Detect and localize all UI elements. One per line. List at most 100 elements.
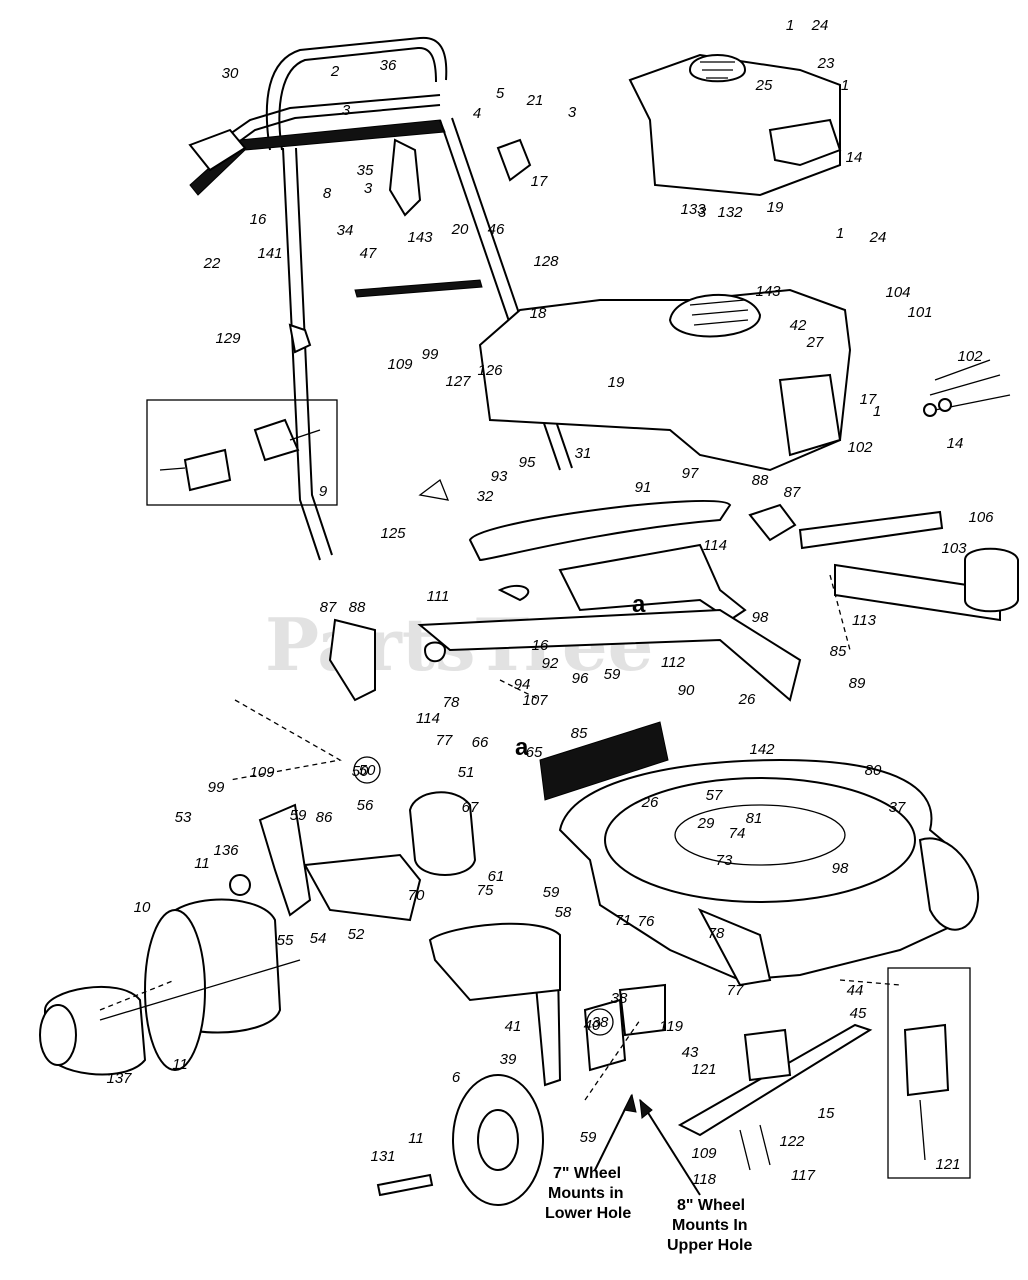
part-number-label: 45 [850, 1005, 867, 1022]
part-number-label: 128 [533, 253, 559, 270]
part-number-label: 42 [790, 317, 807, 334]
part-number-label: 92 [542, 655, 559, 672]
part-number-label: 43 [682, 1044, 699, 1061]
part-number-label: 1 [836, 225, 844, 242]
blade-assembly [677, 1023, 873, 1171]
leader-lines [99, 574, 901, 1101]
part-number-label: 98 [752, 609, 769, 626]
mount-arrows [594, 1093, 701, 1196]
part-number-label: 9 [319, 483, 328, 500]
part-number-label: 104 [885, 284, 910, 301]
part-number-label: 101 [907, 304, 932, 321]
part-number-label: 74 [729, 825, 746, 842]
part-number-label: 15 [818, 1105, 835, 1122]
circled-label: 50 [359, 762, 376, 779]
part-number-label: 31 [575, 445, 592, 462]
part-number-label: 18 [530, 305, 547, 322]
part-number-label: 19 [767, 199, 784, 216]
note-line: Upper Hole [667, 1237, 752, 1254]
part-number-label: 81 [746, 810, 763, 827]
part-number-label: 137 [106, 1070, 132, 1087]
part-number-label: 143 [755, 283, 781, 300]
part-number-label: 122 [779, 1133, 805, 1150]
inset-box-9 [146, 399, 338, 506]
part-number-label: 143 [407, 229, 433, 246]
part-number-label: 59 [290, 807, 307, 824]
part-number-label: 103 [941, 540, 967, 557]
part-number-label: 119 [659, 1018, 684, 1035]
circled-label: 38 [592, 1014, 609, 1031]
part-number-label: 109 [387, 356, 413, 373]
part-number-label: 10 [134, 899, 151, 916]
part-number-label: 87 [320, 599, 337, 616]
part-number-label: 3 [568, 104, 577, 121]
part-number-label: 36 [380, 57, 397, 74]
part-number-label: 114 [703, 537, 727, 554]
part-number-label: 11 [172, 1056, 188, 1073]
part-number-label: 76 [638, 913, 655, 930]
note-lower-hole: 7" Wheel Mounts in Lower Hole [545, 1165, 631, 1222]
part-number-label: 39 [500, 1051, 517, 1068]
part-number-label: 111 [427, 588, 450, 605]
part-number-label: 41 [505, 1018, 522, 1035]
part-number-label: 67 [462, 799, 479, 816]
letter-mark: a [632, 591, 646, 618]
part-number-label: 87 [784, 484, 801, 501]
part-number-label: 109 [691, 1145, 717, 1162]
part-number-label: 14 [846, 149, 863, 166]
part-number-label: 20 [451, 221, 469, 238]
part-number-label: 66 [472, 734, 489, 751]
part-number-label: 93 [491, 468, 508, 485]
inset-box-121 [887, 967, 971, 1179]
part-number-label: 121 [935, 1156, 960, 1173]
part-number-label: 88 [752, 472, 769, 489]
part-number-label: 57 [706, 787, 723, 804]
part-number-label: 35 [357, 162, 374, 179]
part-number-label: 46 [488, 221, 505, 238]
cable-chain-102 [923, 359, 1011, 417]
part-number-label: 38 [611, 990, 628, 1007]
letter-mark: a [515, 734, 529, 761]
part-number-label: 95 [519, 454, 536, 471]
part-number-label: 97 [682, 465, 699, 482]
part-number-label: 89 [849, 675, 866, 692]
part-number-label: 32 [477, 488, 494, 505]
note-line: Lower Hole [545, 1205, 631, 1222]
part-number-label: 27 [806, 334, 824, 351]
part-number-label: 99 [208, 779, 225, 796]
part-number-label: 132 [717, 204, 743, 221]
part-number-label: 90 [678, 682, 695, 699]
part-number-label: 50 [352, 763, 369, 780]
handle-assembly [188, 36, 573, 561]
part-number-label: 118 [692, 1171, 717, 1188]
part-number-label: 53 [175, 809, 192, 826]
part-number-label: 22 [203, 255, 221, 272]
part-number-label: 88 [349, 599, 366, 616]
part-number-label: 11 [194, 855, 210, 872]
part-number-label: 117 [791, 1167, 816, 1184]
part-number-label: 24 [811, 17, 829, 34]
part-number-label: 77 [436, 732, 453, 749]
part-number-label: 24 [869, 229, 887, 246]
part-number-label: 30 [222, 65, 239, 82]
part-number-label: 112 [661, 654, 686, 671]
part-number-label: 107 [522, 692, 548, 709]
part-number-label: 40 [584, 1017, 601, 1034]
part-number-label: 56 [357, 797, 374, 814]
part-number-label: 55 [277, 932, 294, 949]
part-number-label: 51 [458, 764, 475, 781]
part-number-label: 131 [370, 1148, 395, 1165]
part-number-label: 78 [708, 925, 725, 942]
note-line: 8" Wheel [677, 1197, 745, 1214]
part-number-label: 86 [316, 809, 333, 826]
part-number-label: 5 [496, 85, 505, 102]
part-number-label: 11 [408, 1130, 424, 1147]
part-number-label: 25 [755, 77, 773, 94]
part-number-label: 73 [716, 852, 733, 869]
part-number-label: 16 [250, 211, 267, 228]
part-number-label: 17 [860, 391, 877, 408]
part-number-label: 29 [697, 815, 715, 832]
part-number-label: 1 [841, 77, 849, 94]
